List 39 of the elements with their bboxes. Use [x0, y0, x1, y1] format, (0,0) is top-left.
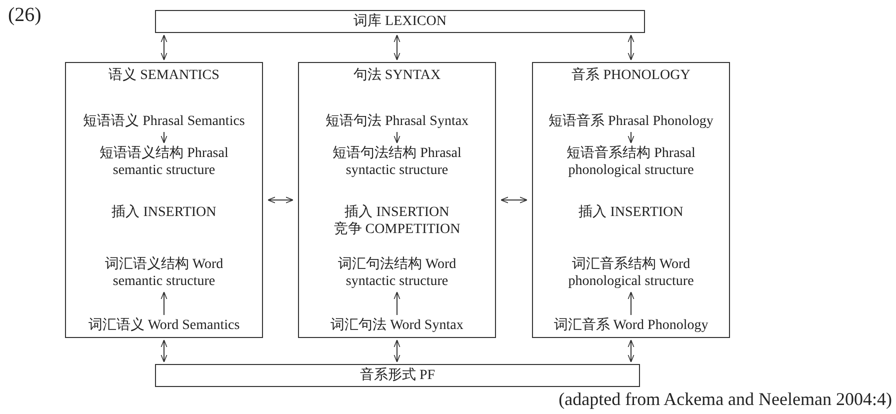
level-box: 词库 LEXICON	[155, 10, 645, 33]
arrow	[500, 196, 528, 204]
level-label: 短语句法 Phrasal Syntax	[302, 113, 492, 130]
arrow	[628, 292, 634, 316]
level-label: 短语音系结构 Phrasal phonological structure	[551, 145, 711, 179]
arrow	[394, 340, 400, 362]
caption: (adapted from Ackema and Neeleman 2004:4)	[558, 389, 892, 410]
arrow	[160, 132, 168, 144]
arrow	[160, 340, 168, 362]
level-label: 词汇语义 Word Semantics	[69, 317, 259, 334]
level-label: 词汇音系结构 Word phonological structure	[546, 256, 716, 290]
level-label: 插入 INSERTION	[69, 204, 259, 221]
module-title: 句法 SYNTAX	[352, 67, 442, 84]
level-label: 短语音系 Phrasal Phonology	[536, 113, 726, 130]
module-box	[65, 62, 263, 338]
level-label: 插入 INSERTION	[536, 204, 726, 221]
module-box	[532, 62, 730, 338]
arrow	[160, 34, 168, 60]
module-box	[298, 62, 496, 338]
level-label: 短语语义 Phrasal Semantics	[69, 113, 259, 130]
example-number: (26)	[8, 4, 42, 27]
arrow	[628, 34, 634, 60]
level-label: 词汇语义结构 Word semantic structure	[79, 256, 249, 290]
arrow	[160, 292, 168, 316]
arrow	[268, 196, 294, 204]
arrow	[628, 132, 634, 144]
module-title: 音系 PHONOLOGY	[570, 67, 692, 84]
level-label: 词汇句法结构 Word syntactic structure	[312, 256, 482, 290]
arrow	[394, 292, 400, 316]
arrow	[394, 132, 400, 144]
level-box: 音系形式 PF	[155, 364, 640, 387]
level-label: 词汇句法 Word Syntax	[302, 317, 492, 334]
level-label: 词汇音系 Word Phonology	[536, 317, 726, 334]
module-title: 语义 SEMANTICS	[108, 67, 220, 84]
level-label: 插入 INSERTION 竞争 COMPETITION	[302, 204, 492, 238]
arrow	[394, 34, 400, 60]
level-label: 短语语义结构 Phrasal semantic structure	[84, 145, 244, 179]
arrow	[628, 340, 634, 362]
level-label: 短语句法结构 Phrasal syntactic structure	[317, 145, 477, 179]
